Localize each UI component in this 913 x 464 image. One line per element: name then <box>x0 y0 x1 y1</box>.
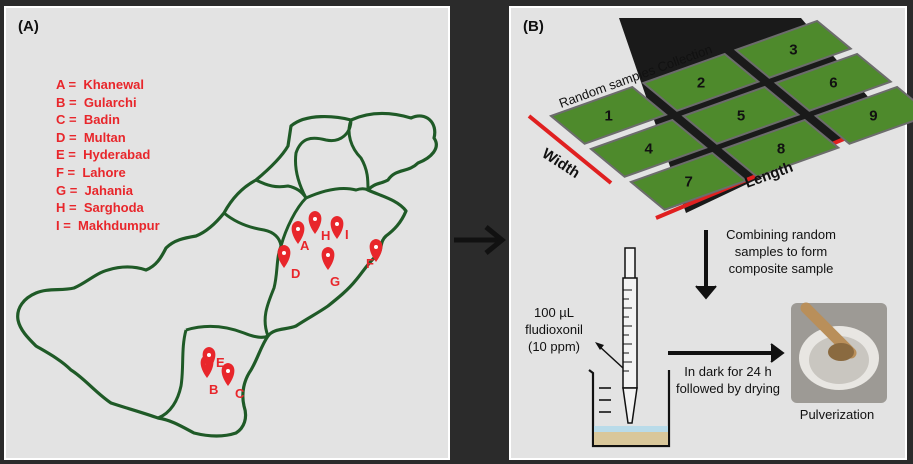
plot-number: 1 <box>604 107 612 124</box>
panel-a-label: (A) <box>18 18 39 35</box>
plot-number: 6 <box>829 74 837 91</box>
legend-item: G = Jahania <box>56 182 133 198</box>
pipette-icon <box>622 247 638 424</box>
sample-plot: 7 <box>629 151 748 211</box>
map-outline-country <box>16 111 438 438</box>
map-border-fata <box>255 178 308 199</box>
legend-item: H = Sarghoda <box>56 200 144 216</box>
location-pin-icon: H <box>308 211 330 243</box>
panel-b-label: (B) <box>523 18 544 35</box>
dark-line-2: followed by drying <box>675 381 781 396</box>
legend-item: F = Lahore <box>56 164 126 180</box>
pin-label: A <box>300 238 310 253</box>
combine-line-2: samples to form <box>734 244 828 259</box>
plot-number: 8 <box>777 140 785 157</box>
pin-label: C <box>235 386 245 401</box>
pin-label: I <box>345 227 349 242</box>
location-pin-icon: E <box>202 347 225 370</box>
map-border-kp <box>294 119 353 199</box>
pulverization-label: Pulverization <box>799 407 875 422</box>
arrow-right-icon <box>668 343 785 363</box>
mortar-pestle-icon <box>791 302 887 403</box>
combine-caption: Combining random samples to form composi… <box>711 226 851 277</box>
map-border-sindh <box>185 324 269 339</box>
plot-number: 7 <box>684 173 692 190</box>
location-pin-icon: F <box>366 239 383 271</box>
reagent-arrow <box>595 342 624 369</box>
map-border-balochistan <box>223 211 283 247</box>
pin-label: F <box>366 256 374 271</box>
pin-label: G <box>330 274 340 289</box>
location-pin-icon: D <box>277 245 300 281</box>
reagent-line-3: (10 ppm) <box>527 339 581 354</box>
location-pin-icon: C <box>221 363 245 401</box>
plot-number: 5 <box>737 107 745 124</box>
map-border-gb <box>347 119 370 191</box>
arrow-right-icon <box>454 225 506 255</box>
pin-label: E <box>216 355 225 370</box>
legend-item: I = Makhdumpur <box>56 217 160 233</box>
plot-number: 3 <box>789 41 797 58</box>
width-label: Width <box>539 145 583 182</box>
combine-line-1: Combining random <box>726 227 836 242</box>
legend-item: E = Hyderabad <box>56 147 151 163</box>
beaker-icon <box>588 369 671 448</box>
legend-item: B = Gularchi <box>56 94 137 110</box>
legend-item: A = Khanewal <box>56 77 145 92</box>
location-pin-icon: G <box>321 247 340 289</box>
reagent-line-2: fludioxonil <box>525 322 583 337</box>
reagent-line-1: 100 µL <box>533 305 575 320</box>
dark-line-1: In dark for 24 h <box>684 364 772 379</box>
combine-line-3: composite sample <box>728 261 834 276</box>
sample-plot: 4 <box>589 118 708 178</box>
sample-plot: 3 <box>733 19 853 79</box>
sample-plot: 6 <box>773 52 893 112</box>
sample-plot: 1 <box>549 85 668 145</box>
location-pin-icon: A <box>291 221 310 253</box>
width-edge <box>527 114 613 185</box>
map-border-sindh-west <box>157 329 188 420</box>
legend-item: D = Multan <box>56 129 126 145</box>
sample-plot: 8 <box>721 118 841 178</box>
plot-number: 2 <box>697 74 705 91</box>
plot-number: 9 <box>869 107 877 124</box>
dark-caption: In dark for 24 h followed by drying <box>667 363 789 397</box>
reagent-caption: 100 µL fludioxonil (10 ppm) <box>511 304 597 355</box>
map-border-punjab-west <box>263 196 308 337</box>
legend-item: C = Badin <box>56 112 120 128</box>
pin-label: D <box>291 266 300 281</box>
sample-plot: 5 <box>681 85 801 145</box>
sample-plot: 9 <box>813 85 913 145</box>
sample-plot: 2 <box>641 52 761 112</box>
arrow-down-icon <box>695 230 717 300</box>
plot-number: 4 <box>644 140 653 157</box>
map-border-punjab-north <box>305 186 369 200</box>
pin-label: B <box>209 382 218 397</box>
pin-label: H <box>321 228 330 243</box>
location-pin-icon: I <box>330 216 349 242</box>
